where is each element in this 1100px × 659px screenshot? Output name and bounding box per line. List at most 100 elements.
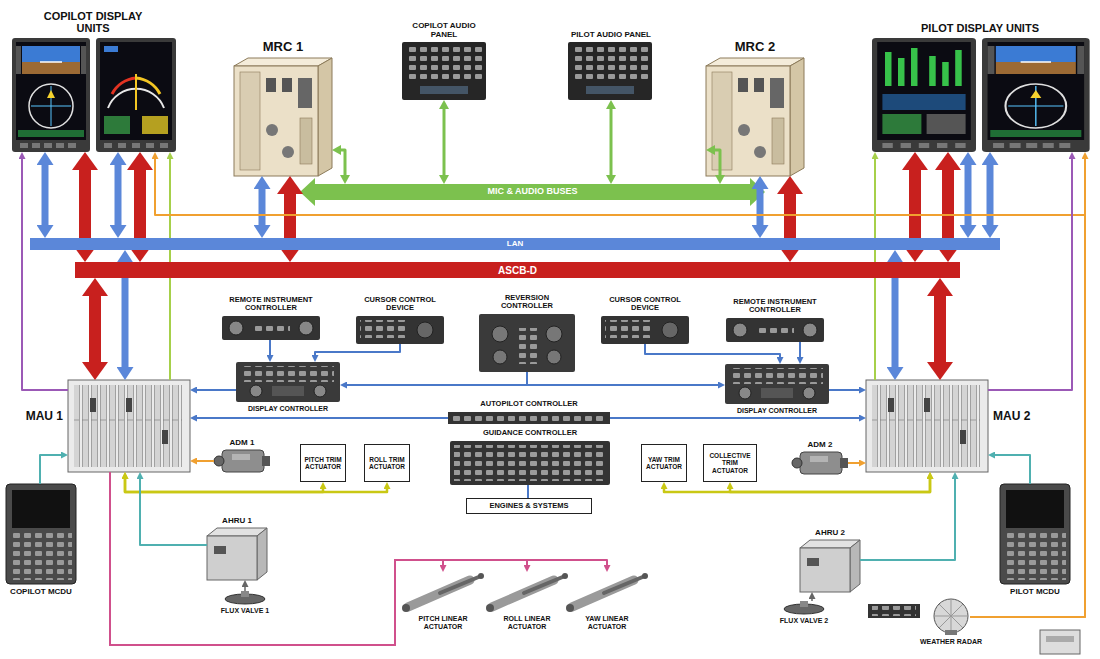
device-label: WEATHER RADAR: [906, 638, 996, 646]
device-label: ADM 1: [212, 438, 272, 447]
device-label: COPILOT MCDU: [6, 587, 76, 596]
connector: [197, 417, 448, 419]
connector: [89, 296, 101, 362]
connector: [811, 599, 813, 601]
connector: [110, 472, 527, 645]
connector: [284, 194, 296, 244]
device-label: COPILOT DISPLAY UNITS: [28, 10, 158, 35]
connector: [259, 189, 266, 225]
controller-panel: AUTOPILOT CONTROLLER: [448, 412, 610, 424]
connector: [860, 479, 955, 560]
connector: [527, 485, 529, 498]
connector: [79, 170, 91, 244]
connector: [715, 150, 720, 175]
linear-actuator: YAW LINEAR ACTUATOR: [566, 572, 648, 612]
device-label: PILOT AUDIO PANEL: [568, 30, 654, 39]
connector: [115, 165, 122, 225]
connector: [610, 109, 613, 175]
bus-label: LAN: [505, 240, 525, 249]
connector: [42, 165, 49, 225]
connector: [645, 344, 780, 357]
device-label: CURSOR CONTROL DEVICE: [599, 296, 691, 313]
device-label: PILOT MCDU: [1000, 587, 1070, 596]
radio-unit: MRC 1: [234, 58, 332, 176]
device-label: REVERSION CONTROLLER: [482, 294, 572, 311]
connector: [892, 263, 899, 367]
device-label: ROLL TRIM ACTUATOR: [365, 456, 409, 470]
device-label: YAW TRIM ACTUATOR: [642, 456, 686, 470]
controller-panel: GUIDANCE CONTROLLER: [450, 441, 610, 485]
device-label: MRC 1: [238, 40, 328, 55]
connector: [829, 389, 859, 391]
device-label: ROLL LINEAR ACTUATOR: [488, 615, 566, 631]
device-label: MRC 2: [710, 40, 800, 55]
connector: [315, 344, 400, 355]
reference-unit: AHRU 1: [207, 528, 267, 580]
reference-unit: AHRU 2: [800, 540, 860, 592]
connector: [730, 479, 930, 492]
avionics-unit: MAU 1: [68, 380, 190, 472]
device-label: ENGINES & SYSTEMS: [487, 502, 570, 510]
connector: [341, 150, 345, 175]
radio-unit: MRC 2: [706, 58, 804, 176]
connector: [125, 479, 387, 492]
controller-panel: CURSOR CONTROL DEVICE: [356, 316, 444, 344]
connector: [122, 263, 129, 367]
connector: [970, 159, 1085, 617]
device-label: FLUX VALVE 2: [777, 617, 831, 625]
controller-panel: DISPLAY CONTROLLER: [725, 364, 829, 404]
audio-panel: PILOT AUDIO PANEL: [568, 42, 654, 100]
device-label: YAW LINEAR ACTUATOR: [569, 615, 645, 631]
actuator-box: PITCH TRIM ACTUATOR: [300, 444, 346, 482]
controller-panel: REMOTE INSTRUMENT CONTROLLER: [222, 316, 320, 340]
device-label: REMOTE INSTRUMENT CONTROLLER: [216, 296, 326, 313]
device-label: PITCH LINEAR ACTUATOR: [402, 615, 484, 631]
device-label: PILOT DISPLAY UNITS: [915, 22, 1045, 35]
linear-actuator: PITCH LINEAR ACTUATOR: [402, 572, 484, 612]
display-unit-group: COPILOT DISPLAY UNITS: [10, 38, 176, 152]
device-label: REMOTE INSTRUMENT CONTROLLER: [720, 298, 830, 315]
ascb-bus: ASCB-D: [75, 262, 960, 278]
audio-bus: MIC & AUDIO BUSES: [315, 184, 750, 200]
display-unit-group: PILOT DISPLAY UNITS: [870, 38, 1090, 152]
connector: [197, 389, 236, 391]
connector: [125, 479, 323, 492]
actuator-box: ROLL TRIM ACTUATOR: [364, 444, 410, 482]
connector: [988, 159, 1072, 390]
connector: [155, 159, 1085, 617]
connector: [40, 455, 61, 484]
flux-valve: FLUX VALVE 2: [784, 601, 824, 614]
device-label: AHRU 1: [202, 516, 272, 525]
bus-label: MIC & AUDIO BUSES: [485, 187, 579, 197]
device-label: MAU 2: [993, 410, 1030, 424]
audio-panel: COPILOT AUDIO PANEL: [402, 42, 486, 100]
device-label: AUTOPILOT CONTROLLER: [449, 400, 609, 409]
connector: [610, 417, 859, 419]
connector: [197, 460, 214, 462]
device-label: ADM 2: [790, 440, 850, 449]
connector: [110, 472, 607, 645]
connector: [443, 109, 446, 175]
connector: [110, 472, 443, 645]
device-label: MAU 1: [26, 410, 63, 424]
linear-actuator: ROLL LINEAR ACTUATOR: [486, 572, 568, 612]
connector: [244, 587, 246, 591]
device-label: FLUX VALVE 1: [218, 607, 272, 615]
connector: [22, 159, 68, 390]
connector: [757, 189, 764, 225]
device-label: DISPLAY CONTROLLER: [228, 405, 348, 413]
data-module: ADM 2: [792, 452, 848, 478]
device-label: CURSOR CONTROL DEVICE: [354, 296, 446, 313]
connector: [995, 455, 1030, 484]
connector: [934, 296, 946, 362]
controller-panel: DISPLAY CONTROLLER: [236, 362, 340, 402]
actuator-box: COLLECTIVE TRIM ACTUATOR: [703, 444, 757, 482]
actuator-box: YAW TRIM ACTUATOR: [641, 444, 687, 482]
connector: [799, 342, 801, 357]
weather-radar: WEATHER RADAR: [932, 598, 970, 635]
connector: [909, 170, 921, 244]
controller-panel: REMOTE INSTRUMENT CONTROLLER: [726, 318, 824, 342]
device-label: AHRU 2: [800, 528, 860, 537]
